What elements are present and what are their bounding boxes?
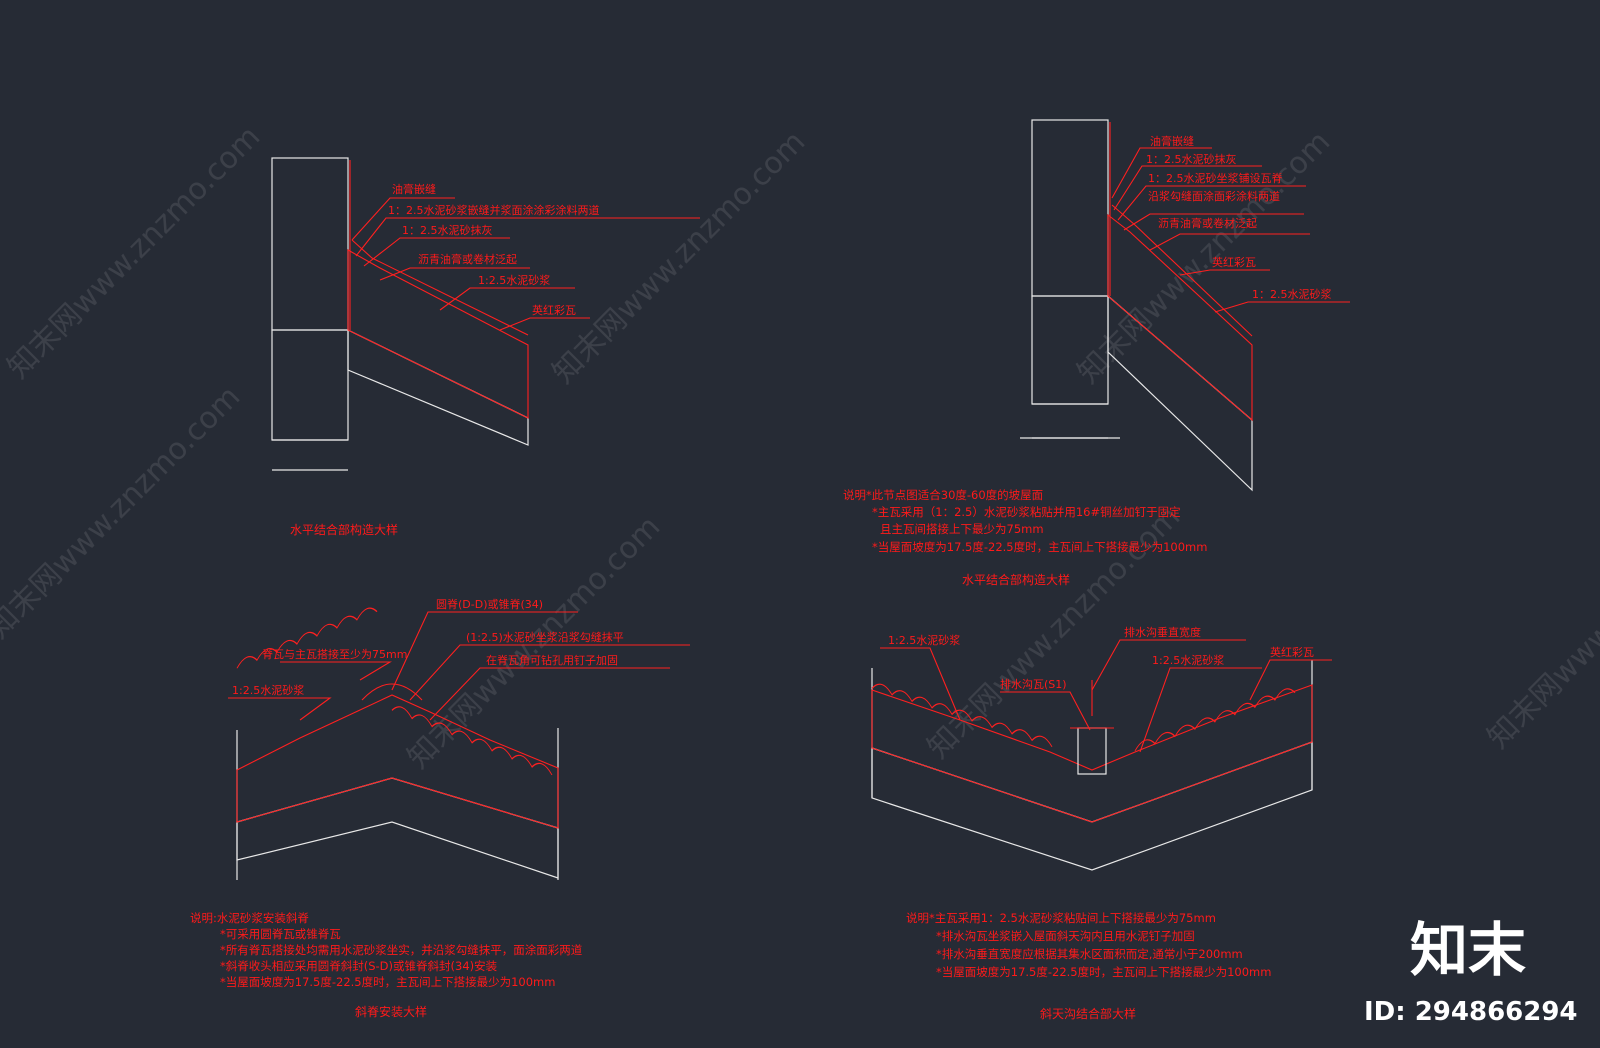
leader-lines [880, 639, 1332, 753]
note-line: *当屋面坡度为17.5度-22.5度时，主瓦间上下搭接最少为100mm [872, 540, 1207, 554]
note-line: 且主瓦间搭接上下最少为75mm [880, 522, 1044, 536]
note-line: *可采用圆脊瓦或锥脊瓦 [220, 927, 341, 941]
note-line: *主瓦采用（1：2.5）水泥砂浆粘贴并用16#铜丝加钉于固定 [872, 505, 1181, 519]
label-mortar: 1:2.5水泥砂浆 [888, 633, 960, 647]
detail-top-left: 油膏嵌缝 1：2.5水泥砂浆嵌缝并浆面涂涂彩涂料两道 1：2.5水泥砂抹灰 沥青… [271, 157, 700, 537]
label-gutter-tile: 排水沟瓦(S1) [1000, 677, 1067, 691]
branding: 知末 ID: 294866294 [1364, 916, 1578, 1027]
watermark-text: 知末网www.znzmo.com [0, 379, 247, 645]
note-line: 说明:水泥砂浆安装斜脊 [190, 911, 309, 925]
label-mortar-joint: 1：2.5水泥砂浆嵌缝并浆面涂涂彩涂料两道 [388, 203, 600, 217]
leader-lines [228, 611, 690, 721]
detail-title: 水平结合部构造大样 [290, 522, 398, 537]
detail-bottom-right: 排水沟垂直宽度 1:2.5水泥砂浆 排水沟瓦(S1) 1:2.5水泥砂浆 英红彩… [871, 625, 1332, 1021]
note-line: *当屋面坡度为17.5度-22.5度时，主瓦间上下搭接最少为100mm [220, 975, 555, 989]
roof-slab [347, 329, 529, 446]
label-mortar: 1:2.5水泥砂浆 [478, 273, 550, 287]
label-tile: 英红彩瓦 [1212, 255, 1256, 269]
tile-layers [871, 683, 1313, 823]
notes-block: 说明:水泥砂浆安装斜脊 *可采用圆脊瓦或锥脊瓦 *所有脊瓦搭接处均需用水泥砂浆坐… [190, 911, 583, 989]
notes-block: 说明*此节点图适合30度-60度的坡屋面 *主瓦采用（1：2.5）水泥砂浆粘贴并… [843, 488, 1207, 554]
watermark-text: 知末网www.znzmo.com [1, 119, 267, 385]
label-plaster: 1：2.5水泥砂抹灰 [402, 223, 493, 237]
watermark-text: 知末网www.znzmo.com [1481, 489, 1600, 755]
tile-layers [236, 607, 559, 829]
roof-slab [236, 728, 559, 880]
notes-block: 说明*主瓦采用1：2.5水泥砂浆粘贴间上下搭接最少为75mm *排水沟瓦坐浆嵌入… [906, 911, 1271, 979]
tile-layers [347, 160, 529, 419]
detail-title: 水平结合部构造大样 [962, 572, 1070, 587]
watermark-text: 知末网www.znzmo.com [546, 124, 812, 390]
brand-logo: 知末 [1410, 916, 1526, 984]
note-line: *斜脊收头相应采用圆脊斜封(S-D)或锥脊斜封(34)安装 [220, 959, 498, 973]
note-line: 说明*主瓦采用1：2.5水泥砂浆粘贴间上下搭接最少为75mm [906, 911, 1216, 925]
leader-lines [1111, 147, 1350, 313]
label-ridge-overlap: 脊瓦与主瓦搭接至少为75mm [262, 647, 407, 661]
note-line: *排水沟瓦坐浆嵌入屋面斜天沟内且用水泥钉子加固 [936, 929, 1195, 943]
watermark-layer: 知末网www.znzmo.com 知末网www.znzmo.com 知末网www… [0, 119, 1600, 775]
gutter-tile [1070, 727, 1114, 775]
label-mortar: 1:2.5水泥砂浆 [232, 683, 304, 697]
wall-section [1020, 119, 1120, 439]
label-sealant: 油膏嵌缝 [1150, 134, 1194, 148]
label-mortar-bed: (1:2.5)水泥砂坐浆沿浆勾缝抹平 [466, 630, 624, 644]
label-joint-coating: 沿浆勾缝面涂面彩涂料两道 [1148, 189, 1280, 203]
detail-bottom-left: 圆脊(D-D)或锥脊(34) 脊瓦与主瓦搭接至少为75mm (1:2.5)水泥砂… [190, 597, 690, 1019]
label-ridge-type: 圆脊(D-D)或锥脊(34) [436, 597, 543, 611]
wall-section [271, 157, 349, 471]
note-line: *排水沟垂直宽度应根据其集水区面积而定,通常小于200mm [936, 947, 1243, 961]
detail-title: 斜天沟结合部大样 [1040, 1006, 1136, 1021]
label-mortar: 1:2.5水泥砂浆 [1152, 653, 1224, 667]
label-membrane: 沥青油膏或卷材泛起 [1158, 216, 1257, 230]
detail-top-right: 油膏嵌缝 1：2.5水泥砂抹灰 1：2.5水泥砂坐浆铺设瓦脊 沿浆勾缝面涂面彩涂… [843, 119, 1350, 587]
note-line: 说明*此节点图适合30度-60度的坡屋面 [843, 488, 1043, 502]
label-tile: 英红彩瓦 [1270, 645, 1314, 659]
note-line: *所有脊瓦搭接处均需用水泥砂浆坐实，并沿浆勾缝抹平，面涂面彩两道 [220, 943, 583, 957]
label-nail-fix: 在脊瓦角可钻孔用钉子加固 [486, 653, 618, 667]
leader-lines [351, 197, 700, 331]
label-plaster: 1：2.5水泥砂抹灰 [1146, 152, 1237, 166]
label-mortar: 1：2.5水泥砂浆 [1252, 287, 1332, 301]
label-sealant: 油膏嵌缝 [392, 182, 436, 196]
brand-id: ID: 294866294 [1364, 997, 1578, 1027]
note-line: *当屋面坡度为17.5度-22.5度时，主瓦间上下搭接最少为100mm [936, 965, 1271, 979]
label-membrane: 沥青油膏或卷材泛起 [418, 252, 517, 266]
label-tile: 英红彩瓦 [532, 303, 576, 317]
label-gutter-width: 排水沟垂直宽度 [1124, 625, 1201, 639]
detail-title: 斜脊安装大样 [355, 1004, 427, 1019]
label-ridge-bedding: 1：2.5水泥砂坐浆铺设瓦脊 [1148, 171, 1283, 185]
